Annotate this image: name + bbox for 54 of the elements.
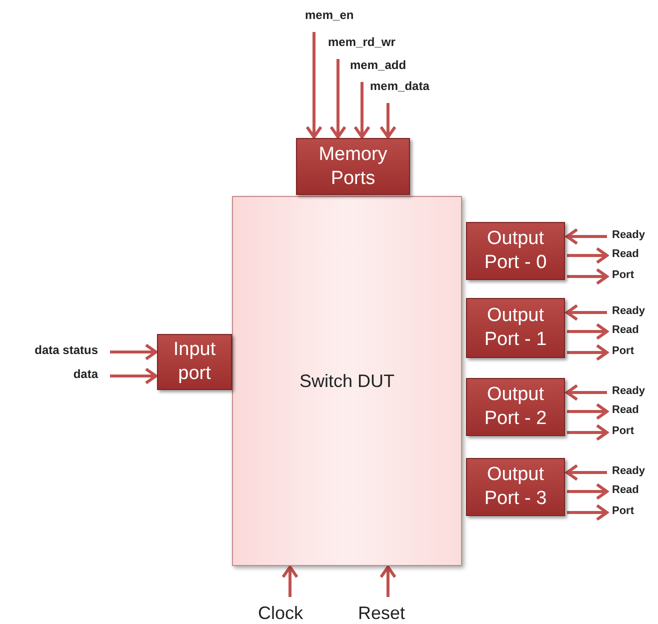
signal-label: mem_add <box>350 58 408 72</box>
signal-label: Port <box>612 345 635 357</box>
signal-label: Port <box>612 505 635 517</box>
port-block <box>466 298 565 358</box>
switch-block <box>232 196 462 566</box>
arrow <box>380 103 396 138</box>
port-block <box>296 138 410 195</box>
arrow <box>566 384 607 401</box>
signal-label: Reset <box>358 603 406 624</box>
arrow <box>354 82 370 138</box>
block-label: Output Port - 0 <box>483 227 548 275</box>
signal-label: Read <box>612 484 640 496</box>
signal-label: Port <box>612 425 635 437</box>
signal-label: Clock <box>258 603 304 624</box>
signal-label: mem_data <box>370 79 430 93</box>
port-block <box>466 458 565 516</box>
arrow <box>282 566 298 597</box>
signal-label: Ready <box>612 465 646 477</box>
arrow <box>566 304 607 321</box>
block-label: Input port <box>172 338 217 386</box>
block-label: Output Port - 1 <box>483 304 548 352</box>
signal-label: mem_rd_wr <box>328 35 396 49</box>
arrow <box>566 228 607 245</box>
signal-label: data status <box>34 343 98 357</box>
signal-label: mem_en <box>305 8 355 22</box>
signal-label: Ready <box>612 229 646 241</box>
arrow <box>380 566 396 597</box>
block-label: Output Port - 3 <box>483 463 548 511</box>
block-label: Memory Ports <box>318 142 388 190</box>
signal-label: Read <box>612 248 640 260</box>
arrow <box>306 32 322 138</box>
arrow <box>566 464 607 481</box>
signal-label: Port <box>612 269 635 281</box>
port-block <box>157 334 232 390</box>
arrow <box>567 323 608 340</box>
block-label: Output Port - 2 <box>483 383 548 431</box>
signal-label: Read <box>612 324 640 336</box>
block-label: Switch DUT <box>299 370 394 393</box>
port-block <box>466 222 565 280</box>
arrow <box>567 268 608 285</box>
port-block <box>466 378 565 436</box>
arrow <box>567 247 608 264</box>
arrow <box>567 344 608 361</box>
arrow <box>567 424 608 441</box>
arrow <box>567 483 608 500</box>
arrow <box>567 403 608 420</box>
arrow <box>330 59 346 138</box>
signal-label: Ready <box>612 305 646 317</box>
arrow <box>567 504 608 521</box>
arrow <box>110 344 158 360</box>
signal-label: Ready <box>612 385 646 397</box>
signal-label: data <box>72 367 98 381</box>
arrow <box>110 368 158 384</box>
signal-label: Read <box>612 404 640 416</box>
